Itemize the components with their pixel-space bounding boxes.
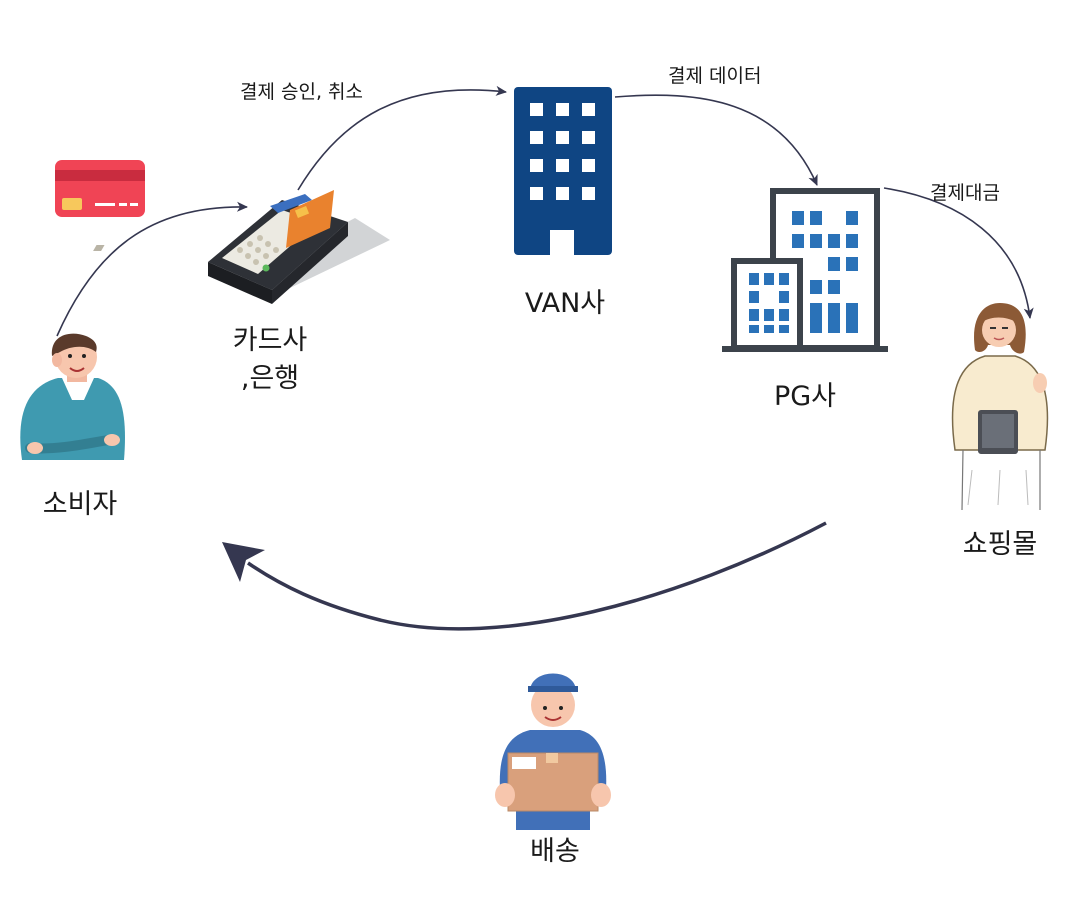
person-icon <box>20 333 125 460</box>
arrow-van-to-pg <box>614 94 818 186</box>
edge-label-payment-amount: 결제대금 <box>930 182 1000 204</box>
arrow-delivery-return-head <box>222 542 265 582</box>
arrow-pg-to-mall <box>883 187 1034 319</box>
credit-card-icon <box>55 160 145 217</box>
bank-label: ,은행 <box>240 363 300 394</box>
edge-label-approval-cancel: 결제 승인, 취소 <box>240 81 363 103</box>
office-building-icon <box>514 87 612 255</box>
woman-with-tablet-icon <box>951 303 1049 511</box>
card-company-label: 카드사 <box>232 325 308 356</box>
delivery-man-icon <box>495 673 611 830</box>
van-label: VAN사 <box>524 288 606 319</box>
edge-label-payment-data: 결제 데이터 <box>668 65 762 87</box>
arrow-consumer-to-card-company <box>56 201 248 337</box>
office-buildings-icon <box>722 188 888 352</box>
shopping-mall-label: 쇼핑몰 <box>962 529 1038 560</box>
arrow-terminal-to-van <box>297 85 507 191</box>
card-terminal-icon <box>93 190 390 304</box>
pg-label: PG사 <box>773 381 837 412</box>
consumer-label: 소비자 <box>42 489 118 520</box>
delivery-label: 배송 <box>530 836 580 867</box>
arrow-delivery-return <box>247 521 827 631</box>
